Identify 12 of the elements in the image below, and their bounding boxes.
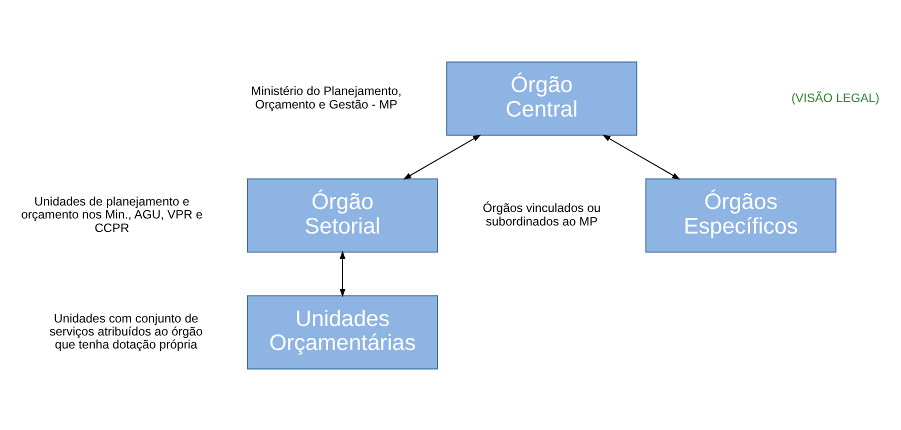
node-label: Unidades com conjunto de serviços atribuídos ao órgão que tenha dotação própria [50, 310, 203, 352]
arrow [340, 250, 346, 297]
node-box: Órgão Setorial [247, 178, 438, 252]
node-label: Órgãos vinculados ou subordinados ao MP [482, 200, 601, 228]
node-box: Órgãos Específicos [645, 178, 836, 252]
node-box: Unidades Orçamentárias [247, 294, 438, 369]
label: (VISÃO LEGAL) [791, 90, 880, 104]
arrow [403, 134, 482, 180]
arrow [602, 134, 680, 180]
node-label: Unidades de planejamento e orçamento nos Min., AGU, VPR e CCPR [21, 194, 203, 234]
node-box: Órgão Central [446, 61, 638, 136]
node-label: Ministério do Planejamento, Orçamento e Gestão - MP [251, 84, 402, 111]
